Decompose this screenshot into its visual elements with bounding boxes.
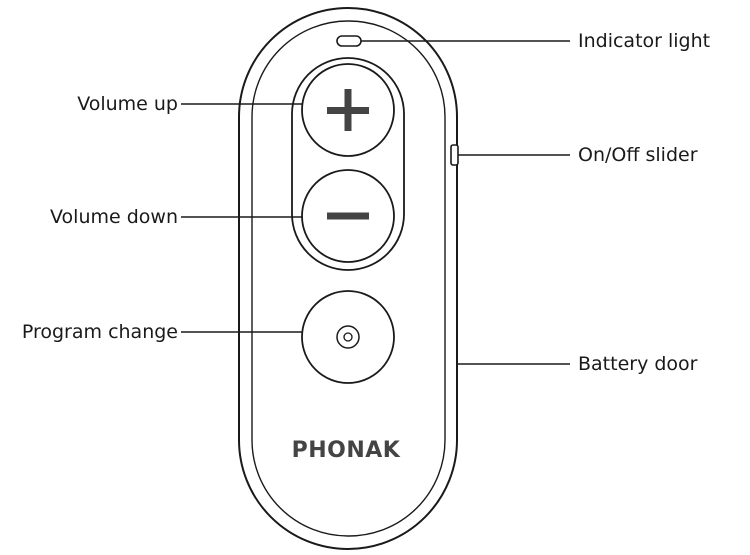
volume-down-button[interactable] [301,169,395,263]
volume-up-button[interactable] [301,63,395,157]
label-volume-up: Volume up [77,93,178,115]
label-on-off-slider: On/Off slider [578,144,698,166]
label-program-change: Program change [22,321,178,343]
phonak-logo: PHONAK [292,438,401,463]
minus-icon [327,212,369,220]
label-indicator-light: Indicator light [578,30,710,52]
program-change-button[interactable] [301,290,395,384]
label-battery-door: Battery door [578,353,698,375]
label-volume-down: Volume down [50,206,178,228]
program-ring-icon [336,325,360,349]
on-off-slider[interactable] [450,144,459,166]
indicator-light [336,35,362,47]
remote-body-inner [251,20,446,537]
plus-icon [327,89,369,131]
